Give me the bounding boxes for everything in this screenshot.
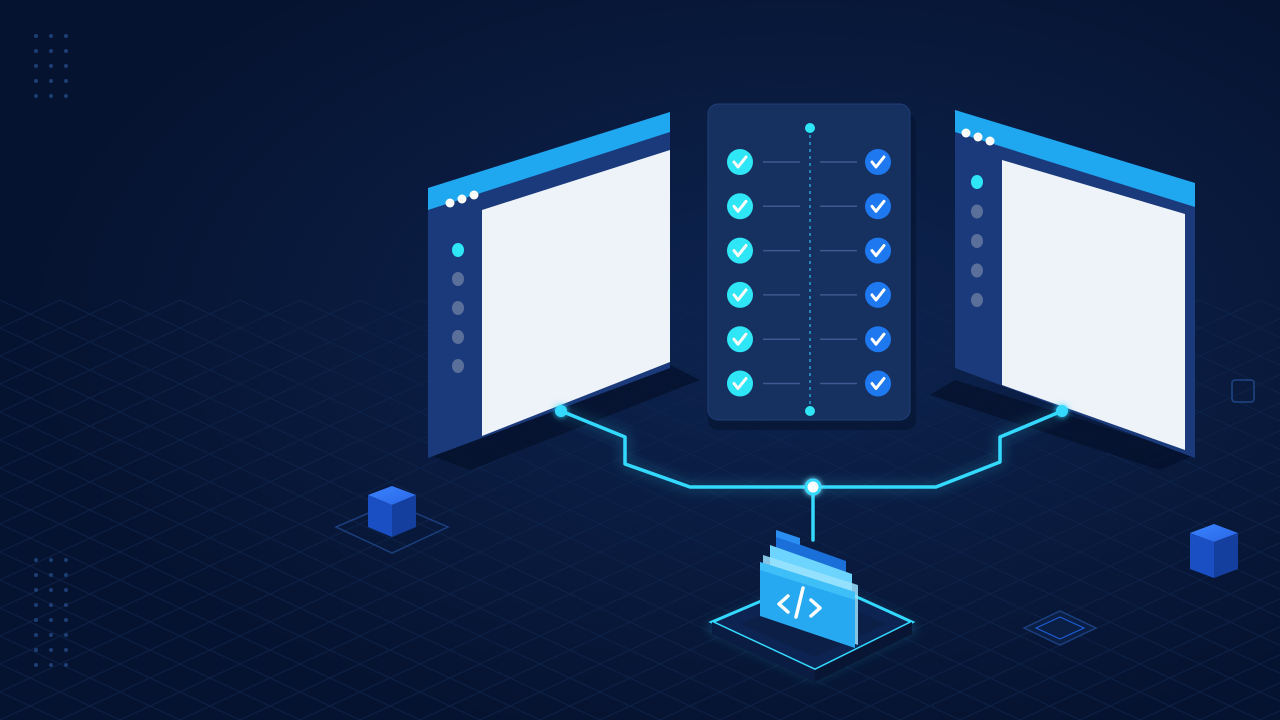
- left-window-sidebar: [452, 243, 464, 373]
- right-window-title-dots: [961, 128, 995, 146]
- right-window-shadow: [930, 380, 1195, 470]
- decor-dot: [49, 94, 53, 98]
- decor-dot: [34, 34, 38, 38]
- left-window-content: [482, 150, 670, 436]
- sidebar-item: [452, 301, 464, 315]
- checklist-bottom-node: [805, 406, 815, 416]
- sidebar-item: [971, 234, 983, 248]
- decor-dot: [34, 573, 38, 577]
- outline-square-icon: [1231, 379, 1255, 403]
- window-control-dot-icon: [985, 136, 995, 146]
- decor-dot: [34, 648, 38, 652]
- right-window-titlebar: [955, 110, 1195, 207]
- decor-dot: [49, 64, 53, 68]
- cube-right: [1190, 524, 1238, 578]
- sidebar-item-active: [971, 175, 983, 189]
- left-window-title-dots: [445, 190, 479, 208]
- folder-front: [760, 562, 855, 648]
- sidebar-item: [452, 359, 464, 373]
- decor-dot: [64, 49, 68, 53]
- decor-dot: [49, 558, 53, 562]
- decor-dot: [34, 588, 38, 592]
- circuit-node-center: [804, 478, 822, 496]
- decor-dot: [64, 558, 68, 562]
- code-folder-platform: [705, 530, 918, 682]
- decor-dot: [49, 648, 53, 652]
- checklist-top-node: [805, 123, 815, 133]
- left-window-shadow: [430, 365, 700, 470]
- check-circle-cyan-icon: [727, 281, 753, 308]
- check-circle-blue-icon: [865, 149, 891, 175]
- dot-cluster-bottom-left: [34, 558, 68, 667]
- sidebar-item: [452, 272, 464, 286]
- decor-dot: [64, 94, 68, 98]
- decor-dot: [34, 558, 38, 562]
- decor-dot: [34, 94, 38, 98]
- decor-dot: [64, 633, 68, 637]
- decor-dot: [64, 64, 68, 68]
- check-circle-blue-icon: [865, 237, 891, 264]
- code-brackets-icon: [777, 586, 822, 619]
- cube-left: [334, 486, 450, 554]
- check-circle-blue-icon: [865, 281, 891, 308]
- decor-dot: [49, 633, 53, 637]
- decor-dot: [64, 618, 68, 622]
- circuit-node-right: [1056, 405, 1068, 417]
- window-control-dot-icon: [961, 128, 971, 138]
- decor-dot: [34, 49, 38, 53]
- sidebar-item: [971, 293, 983, 307]
- right-window-sidebar: [971, 175, 983, 307]
- check-circle-cyan-icon: [727, 370, 753, 397]
- decor-dot: [64, 573, 68, 577]
- decor-dot: [34, 663, 38, 667]
- circuit-node-left: [555, 405, 567, 417]
- floor-tile-right: [1022, 610, 1098, 646]
- decor-dot: [34, 633, 38, 637]
- decor-dot: [34, 618, 38, 622]
- decor-dot: [64, 648, 68, 652]
- decor-dot: [64, 79, 68, 83]
- sidebar-item: [971, 263, 983, 278]
- right-browser-window: [955, 110, 1195, 458]
- sidebar-item-active: [452, 243, 464, 257]
- decor-dot: [64, 34, 68, 38]
- right-window-content: [1002, 160, 1185, 450]
- decor-dot: [34, 79, 38, 83]
- decor-dot: [49, 603, 53, 607]
- check-circle-cyan-icon: [727, 193, 753, 220]
- left-window-titlebar: [428, 112, 670, 210]
- decor-dot: [49, 573, 53, 577]
- decor-dot: [49, 79, 53, 83]
- left-browser-window: [428, 112, 670, 458]
- circuit-connections: [555, 405, 1068, 542]
- check-circle-cyan-icon: [727, 149, 753, 175]
- check-circle-blue-icon: [865, 370, 891, 397]
- decor-dot: [49, 49, 53, 53]
- check-circle-cyan-icon: [727, 237, 753, 264]
- decor-dot: [64, 603, 68, 607]
- decor-dot: [34, 603, 38, 607]
- decor-dot: [49, 34, 53, 38]
- decor-dot: [64, 663, 68, 667]
- check-circle-blue-icon: [865, 193, 891, 220]
- window-control-dot-icon: [973, 132, 983, 142]
- window-control-dot-icon: [445, 198, 455, 208]
- decor-dot: [49, 588, 53, 592]
- check-circle-blue-icon: [865, 326, 891, 353]
- platform-side-right: [815, 622, 912, 682]
- sidebar-item: [452, 330, 464, 344]
- check-circle-cyan-icon: [727, 326, 753, 353]
- dot-cluster-top-left: [34, 34, 68, 98]
- window-control-dot-icon: [457, 194, 467, 204]
- platform-side-left: [712, 622, 815, 682]
- window-control-dot-icon: [469, 190, 479, 200]
- decor-dot: [49, 663, 53, 667]
- decor-dot: [49, 618, 53, 622]
- sidebar-item: [971, 204, 983, 219]
- checklist-panel: [707, 103, 916, 430]
- decor-dot: [64, 588, 68, 592]
- decor-dot: [34, 64, 38, 68]
